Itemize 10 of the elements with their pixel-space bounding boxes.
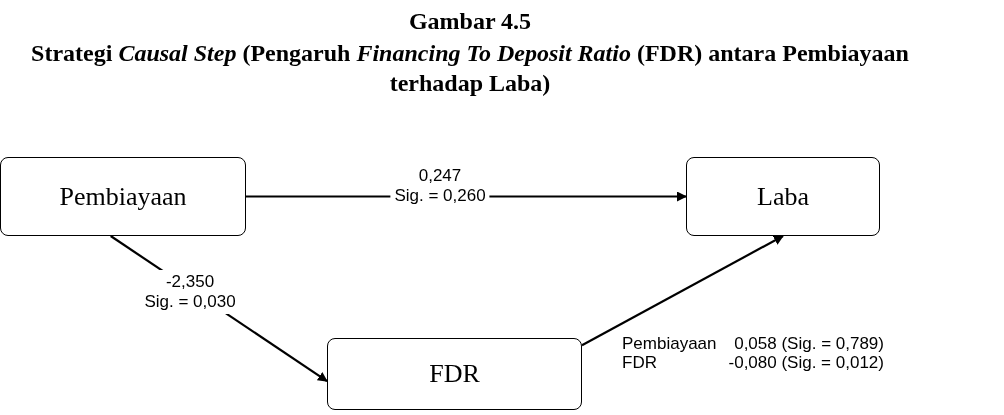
coefficient-value: 0,058 (Sig. = 0,789) (733, 334, 884, 353)
figure-caption: Strategi Causal Step (Pengaruh Financing To Deposit Ratio (FDR) antara Pembiayaan terhadap Laba) (30, 39, 910, 98)
variable-name: Pembiayaan (622, 334, 717, 353)
variable-box: Laba (686, 157, 880, 236)
figure-title: Gambar 4.5 (407, 8, 533, 35)
coefficient-value: -0,080 (Sig. = 0,012) (728, 353, 884, 372)
variable-name: FDR (622, 353, 658, 372)
variable-box: FDR (327, 338, 582, 410)
arrow (581, 235, 784, 347)
variable-box: Pembiayaan (0, 157, 246, 236)
